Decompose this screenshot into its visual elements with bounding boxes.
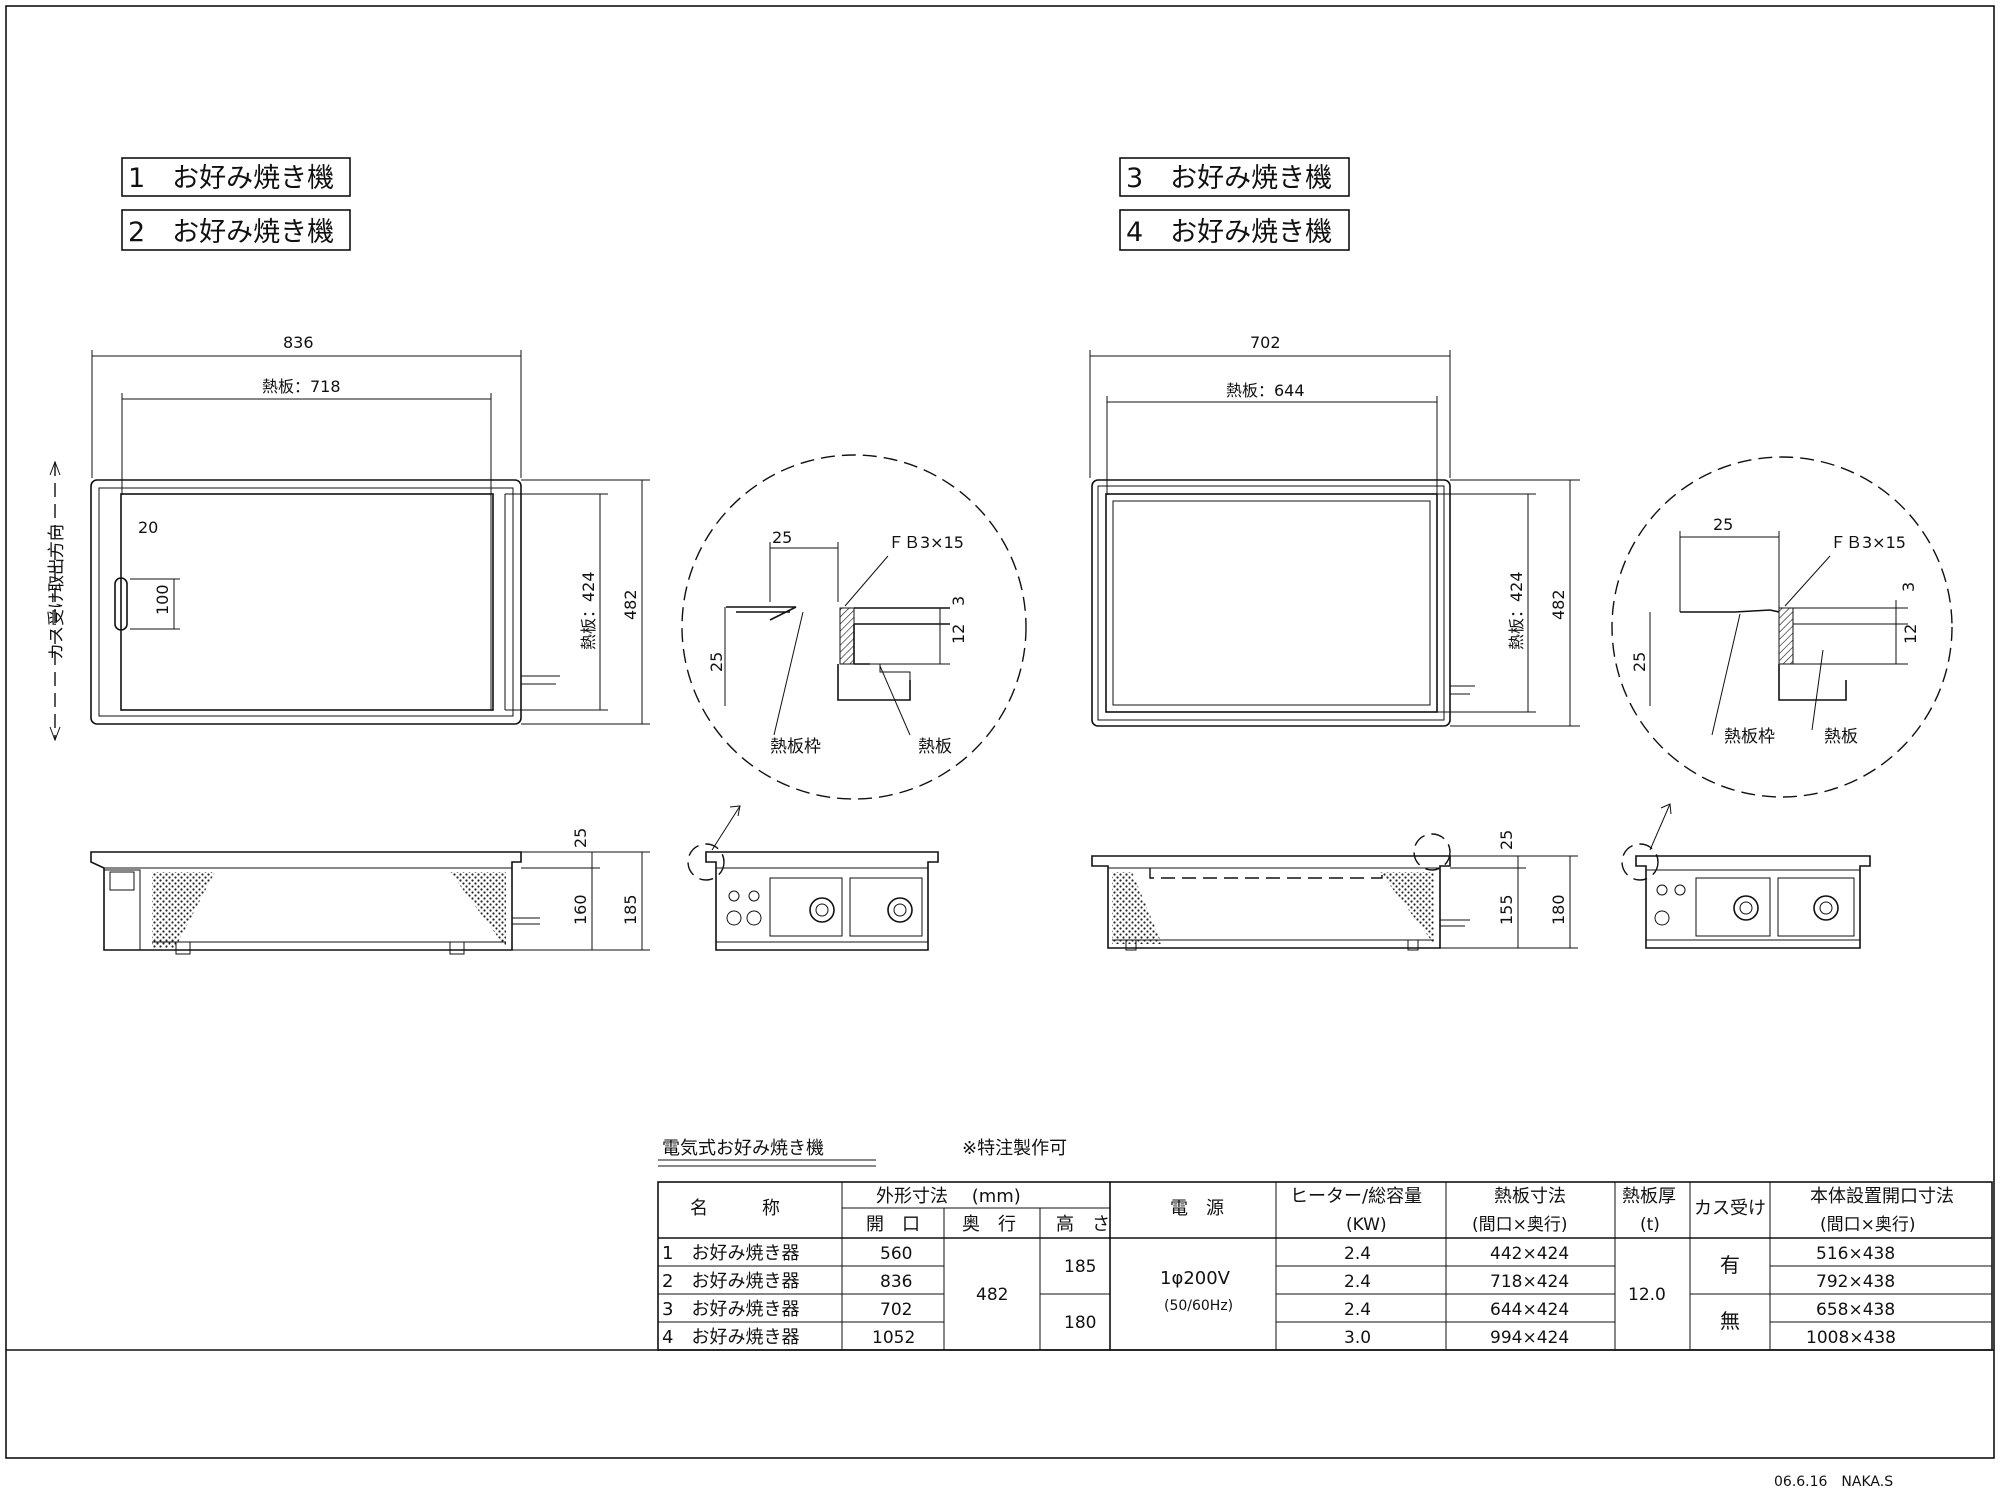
row4-heater: 3.0 <box>1344 1328 1371 1348</box>
right-knob-2 <box>1813 895 1839 921</box>
thickness-value: 12.0 <box>1628 1285 1666 1305</box>
row1-plate: 442×424 <box>1490 1244 1569 1264</box>
item3-label: 3 お好み焼き機 <box>1126 163 1332 194</box>
kasu-yes: 有 <box>1720 1253 1740 1277</box>
left-detail-frame-label: 熱板枠 <box>770 737 821 757</box>
sheet-frame <box>5 5 1995 1459</box>
left-dim-20: 20 <box>138 518 158 537</box>
right-detail-3: 3 <box>1899 582 1918 592</box>
row4-width: 1052 <box>872 1328 915 1348</box>
left-depth-overall: 482 <box>621 589 640 620</box>
header-open-sub: (間口×奥行) <box>1820 1215 1916 1235</box>
header-width: 開 口 <box>866 1214 920 1235</box>
right-plan-view: 702 熱板：644 482 熱板：424 <box>1089 333 1580 727</box>
left-knob-1 <box>809 897 835 923</box>
left-detail-view: 25 ＦＢ3×15 3 12 25 熱板枠 熱板 <box>681 454 1027 851</box>
right-height-body: 155 <box>1497 894 1516 925</box>
left-detail-25-top: 25 <box>772 528 792 547</box>
left-height-total: 185 <box>621 894 640 925</box>
right-detail-25-side: 25 <box>1630 652 1649 672</box>
row4-name: 4 お好み焼き器 <box>662 1327 799 1348</box>
item4-label: 4 お好み焼き機 <box>1126 217 1332 248</box>
row3-heater: 2.4 <box>1344 1300 1371 1320</box>
right-width-overall: 702 <box>1250 333 1281 352</box>
item1-label: 1 お好み焼き機 <box>128 163 334 194</box>
power-value: 1φ200V <box>1160 1268 1231 1289</box>
left-detail-fb: ＦＢ3×15 <box>888 533 964 552</box>
left-width-overall: 836 <box>283 333 314 352</box>
right-end-view <box>1621 843 1871 949</box>
spec-table: 電気式お好み焼き機 ※特注製作可 名 称 外形寸法 (mm) 開 口 <box>657 1138 1993 1351</box>
right-depth-overall: 482 <box>1549 589 1568 620</box>
table-note: ※特注製作可 <box>962 1138 1067 1159</box>
row3-name: 3 お好み焼き器 <box>662 1299 799 1320</box>
right-detail-plate-label: 熱板 <box>1824 727 1858 747</box>
row4-plate: 994×424 <box>1490 1328 1569 1348</box>
left-detail-12: 12 <box>949 624 968 644</box>
right-detail-fb: ＦＢ3×15 <box>1830 533 1906 552</box>
header-heater: ヒーター/総容量 <box>1290 1186 1422 1207</box>
header-height: 高 さ <box>1056 1214 1110 1235</box>
right-hotplate-width: 熱板：644 <box>1226 381 1305 400</box>
left-knob-2 <box>887 897 913 923</box>
header-name: 名 称 <box>690 1198 780 1219</box>
height-b: 180 <box>1064 1313 1096 1333</box>
left-height-body: 160 <box>571 894 590 925</box>
header-thick-unit: (t) <box>1640 1215 1660 1235</box>
table-title: 電気式お好み焼き機 <box>662 1138 824 1159</box>
left-front-view: 25 160 185 <box>90 828 650 955</box>
row2-name: 2 お好み焼き器 <box>662 1271 799 1292</box>
header-power: 電 源 <box>1170 1198 1224 1219</box>
header-kasu: カス受け <box>1694 1198 1766 1219</box>
right-detail-frame-label: 熱板枠 <box>1724 727 1775 747</box>
left-height-top: 25 <box>571 828 590 848</box>
kasu-no: 無 <box>1720 1309 1740 1333</box>
row1-name: 1 お好み焼き器 <box>662 1243 799 1264</box>
row4-opening: 1008×438 <box>1806 1328 1896 1348</box>
row2-heater: 2.4 <box>1344 1272 1371 1292</box>
left-hotplate-width: 熱板：718 <box>262 377 341 396</box>
item2-label: 2 お好み焼き機 <box>128 217 334 248</box>
row1-opening: 516×438 <box>1816 1244 1895 1264</box>
header-depth: 奥 行 <box>962 1214 1016 1235</box>
left-side-label: カス受け取出方向 <box>47 524 67 660</box>
header-open: 本体設置開口寸法 <box>1810 1186 1954 1207</box>
header-outer: 外形寸法 (mm) <box>876 1186 1021 1207</box>
row3-opening: 658×438 <box>1816 1300 1895 1320</box>
row1-width: 560 <box>880 1244 912 1264</box>
row2-opening: 792×438 <box>1816 1272 1895 1292</box>
footer-stamp: 06.6.16 NAKA.S <box>1774 1474 1893 1490</box>
right-knob-1 <box>1733 895 1759 921</box>
power-sub: (50/60Hz) <box>1164 1298 1233 1314</box>
header-plate-sub: (間口×奥行) <box>1472 1215 1568 1235</box>
item-labels: 1 お好み焼き機 2 お好み焼き機 3 お好み焼き機 4 お好み焼き機 <box>121 157 1350 251</box>
right-height-top: 25 <box>1497 830 1516 850</box>
row2-width: 836 <box>880 1272 912 1292</box>
left-plan-view: 836 熱板：718 20 100 カス受け取出方向 482 熱板：42 <box>47 333 650 742</box>
row1-heater: 2.4 <box>1344 1244 1371 1264</box>
right-front-view: 25 155 180 <box>1091 830 1578 951</box>
row3-width: 702 <box>880 1300 912 1320</box>
left-hotplate-depth: 熱板：424 <box>579 571 598 650</box>
right-detail-12: 12 <box>1901 624 1920 644</box>
height-a: 185 <box>1064 1257 1096 1277</box>
depth-value: 482 <box>976 1285 1008 1305</box>
right-detail-25-top: 25 <box>1713 515 1733 534</box>
right-hotplate-depth: 熱板：424 <box>1507 571 1526 650</box>
left-dim-100: 100 <box>153 584 172 615</box>
right-detail-view: 25 ＦＢ3×15 3 12 25 熱板枠 熱板 <box>1611 456 1953 851</box>
right-height-total: 180 <box>1549 894 1568 925</box>
header-heater-unit: (KW) <box>1346 1215 1387 1235</box>
header-thick: 熱板厚 <box>1622 1186 1676 1207</box>
row3-plate: 644×424 <box>1490 1300 1569 1320</box>
row2-plate: 718×424 <box>1490 1272 1569 1292</box>
header-plate: 熱板寸法 <box>1494 1186 1566 1207</box>
left-detail-25-side: 25 <box>707 652 726 672</box>
left-end-view <box>687 843 939 951</box>
left-detail-plate-label: 熱板 <box>918 737 952 757</box>
left-detail-3: 3 <box>949 596 968 606</box>
